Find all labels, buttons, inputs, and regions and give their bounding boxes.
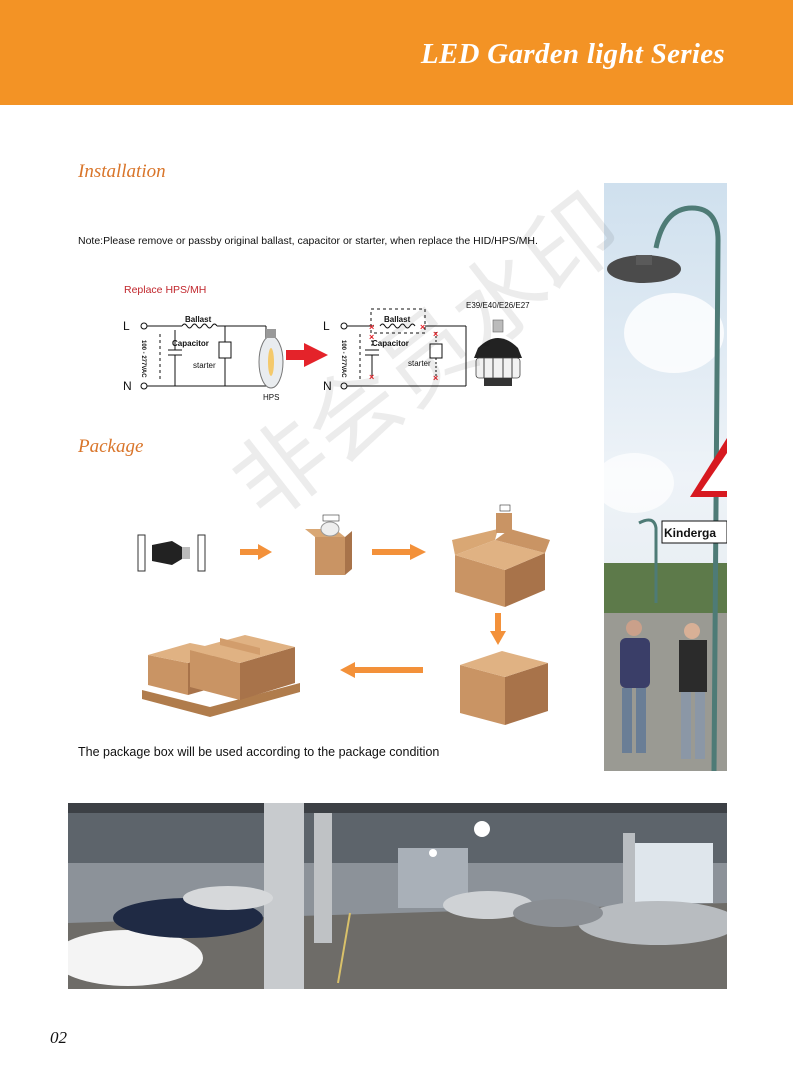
left-starter-label: starter: [193, 361, 216, 370]
packing-step-carton: [452, 504, 550, 607]
sign-text: Kinderga: [664, 526, 716, 540]
person-2: [679, 623, 707, 759]
package-caption: The package box will be used according t…: [78, 745, 440, 759]
right-voltage: 100 - 277VAC: [340, 340, 346, 378]
left-voltage: 100 - 277VAC: [140, 340, 146, 378]
svg-text:×: ×: [433, 373, 438, 383]
left-capacitor-label: Capacitor: [172, 339, 209, 348]
led-bulb-icon: [474, 319, 522, 386]
left-ballast-label: Ballast: [185, 315, 212, 324]
header-title: LED Garden light Series: [420, 38, 725, 70]
right-ballast-label: Ballast: [384, 315, 411, 324]
person-1: [620, 620, 650, 753]
installation-note: Note:Please remove or passby original ba…: [78, 235, 538, 247]
right-n-label: N: [323, 379, 332, 393]
svg-text:×: ×: [369, 332, 374, 342]
wiring-diagram: L N 100 - 277VAC Ballast Capacitor start…: [123, 308, 522, 402]
flow-arrow-1-icon: [240, 544, 272, 560]
warning-sign-icon: Kinderga: [661, 438, 727, 544]
svg-text:×: ×: [369, 322, 374, 332]
disconnect-marks: × × × × × ×: [369, 322, 438, 383]
parking-garage-photo: [68, 803, 727, 989]
page-header: LED Garden light Series: [0, 0, 793, 105]
flow-arrow-2-icon: [372, 544, 426, 560]
left-l-label: L: [123, 319, 130, 333]
left-circuit: [140, 322, 267, 390]
flow-arrow-3-icon: [490, 613, 506, 645]
installation-title: Installation: [78, 161, 166, 182]
svg-text:×: ×: [420, 322, 425, 332]
right-capacitor-label: Capacitor: [372, 339, 409, 348]
page-number: 02: [50, 1028, 67, 1047]
package-flow: [137, 504, 550, 725]
replace-arrow-icon: [286, 343, 328, 367]
package-title: Package: [78, 436, 144, 457]
packing-step-bulb: [137, 534, 206, 572]
socket-label: E39/E40/E26/E27: [466, 301, 530, 310]
left-n-label: N: [123, 379, 132, 393]
replace-label: Replace HPS/MH: [124, 284, 207, 296]
flow-arrow-4-icon: [340, 662, 423, 678]
right-l-label: L: [323, 319, 330, 333]
packing-step-pallet: [142, 635, 300, 717]
right-starter-label: starter: [408, 359, 431, 368]
packing-step-small-box: [305, 514, 352, 575]
street-lamp-photo: Kinderga: [604, 183, 727, 771]
svg-text:×: ×: [433, 329, 438, 339]
packing-step-sealed-carton: [460, 651, 548, 725]
hps-lamp-icon: [258, 329, 284, 389]
hps-label: HPS: [263, 393, 279, 402]
right-circuit: [340, 308, 467, 390]
svg-text:×: ×: [369, 372, 374, 382]
